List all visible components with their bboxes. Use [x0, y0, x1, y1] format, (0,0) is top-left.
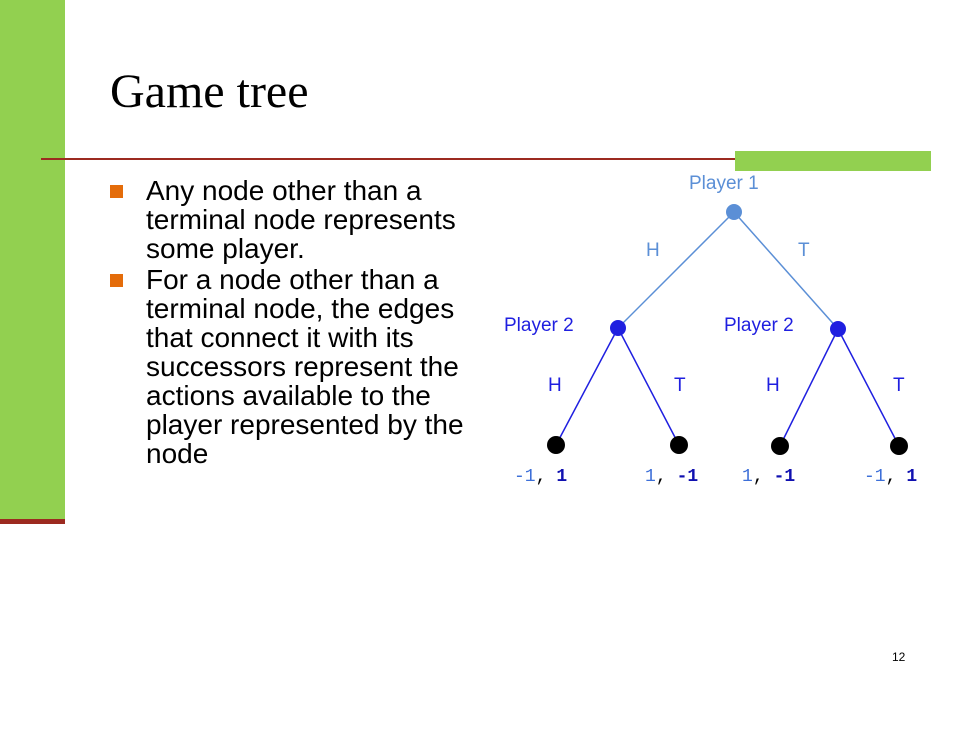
page-number: 12	[892, 650, 906, 664]
payoff-player2: -1	[774, 467, 796, 487]
root-player-label: Player 1	[689, 173, 759, 194]
payoff-label: 1, -1	[742, 467, 795, 487]
edge-right-right	[837, 328, 900, 447]
payoff-player1: -1	[514, 467, 536, 487]
terminal-node	[670, 436, 688, 454]
payoff-separator: ,	[886, 467, 897, 487]
edge-label-left-right: T	[674, 375, 686, 396]
bullet-text: For a node other than a terminal node, t…	[146, 264, 464, 469]
bullet-item: For a node other than a terminal node, t…	[106, 265, 476, 468]
root-node	[726, 204, 742, 220]
payoff-separator: ,	[536, 467, 547, 487]
payoff-player2: 1	[556, 467, 567, 487]
bullet-list: Any node other than a terminal node repr…	[106, 176, 476, 470]
payoff-separator: ,	[753, 467, 764, 487]
edge-root-left	[617, 211, 735, 329]
bullet-item: Any node other than a terminal node repr…	[106, 176, 476, 263]
title-accent-block	[735, 151, 931, 171]
payoff-player1: 1	[742, 467, 753, 487]
payoff-label: -1, 1	[864, 467, 917, 487]
left-accent-bar	[0, 0, 65, 522]
edge-label-left-left: H	[548, 375, 562, 396]
title-divider	[41, 158, 931, 160]
payoff-player2: 1	[906, 467, 917, 487]
player2-right-node	[830, 321, 846, 337]
edge-left-left	[555, 327, 619, 446]
payoff-label: -1, 1	[514, 467, 567, 487]
payoff-separator: ,	[656, 467, 667, 487]
payoff-player1: -1	[864, 467, 886, 487]
terminal-node	[890, 437, 908, 455]
player2-left-node	[610, 320, 626, 336]
terminal-node	[547, 436, 565, 454]
edge-label-root-right: T	[798, 240, 810, 261]
right-player-label: Player 2	[724, 315, 794, 336]
square-bullet-icon	[110, 274, 123, 287]
edge-right-left	[779, 328, 839, 447]
square-bullet-icon	[110, 185, 123, 198]
edge-left-right	[617, 327, 680, 446]
edge-label-right-left: H	[766, 375, 780, 396]
terminal-node	[771, 437, 789, 455]
bullet-text: Any node other than a terminal node repr…	[146, 175, 456, 264]
payoff-player2: -1	[677, 467, 699, 487]
edge-root-right	[733, 211, 839, 330]
payoff-label: 1, -1	[645, 467, 698, 487]
left-player-label: Player 2	[504, 315, 574, 336]
edge-label-right-right: T	[893, 375, 905, 396]
left-accent-rule	[0, 519, 65, 524]
edge-label-root-left: H	[646, 240, 660, 261]
payoff-player1: 1	[645, 467, 656, 487]
slide-title: Game tree	[110, 65, 309, 118]
